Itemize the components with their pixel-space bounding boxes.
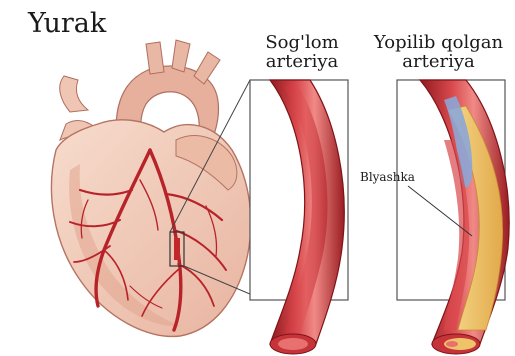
heart-illustration: [51, 40, 250, 336]
heart-title: Yurak: [28, 10, 106, 38]
plaque-label: Blyashka: [360, 171, 415, 184]
healthy-artery-title-line2: arteriya: [232, 53, 372, 72]
vessel-branch-3: [194, 52, 220, 84]
healthy-artery-title: Sog'lom arteriya: [232, 34, 372, 72]
blocked-artery-title-line2: arteriya: [356, 53, 515, 72]
blocked-artery-inner: [446, 341, 458, 347]
pulmonary-vessel: [60, 76, 88, 112]
healthy-artery-inner: [278, 338, 308, 350]
zoom-marker-segment: [174, 238, 180, 260]
vessel-branch-2: [172, 40, 190, 72]
blocked-artery-title: Yopilib qolgan arteriya: [356, 34, 515, 72]
